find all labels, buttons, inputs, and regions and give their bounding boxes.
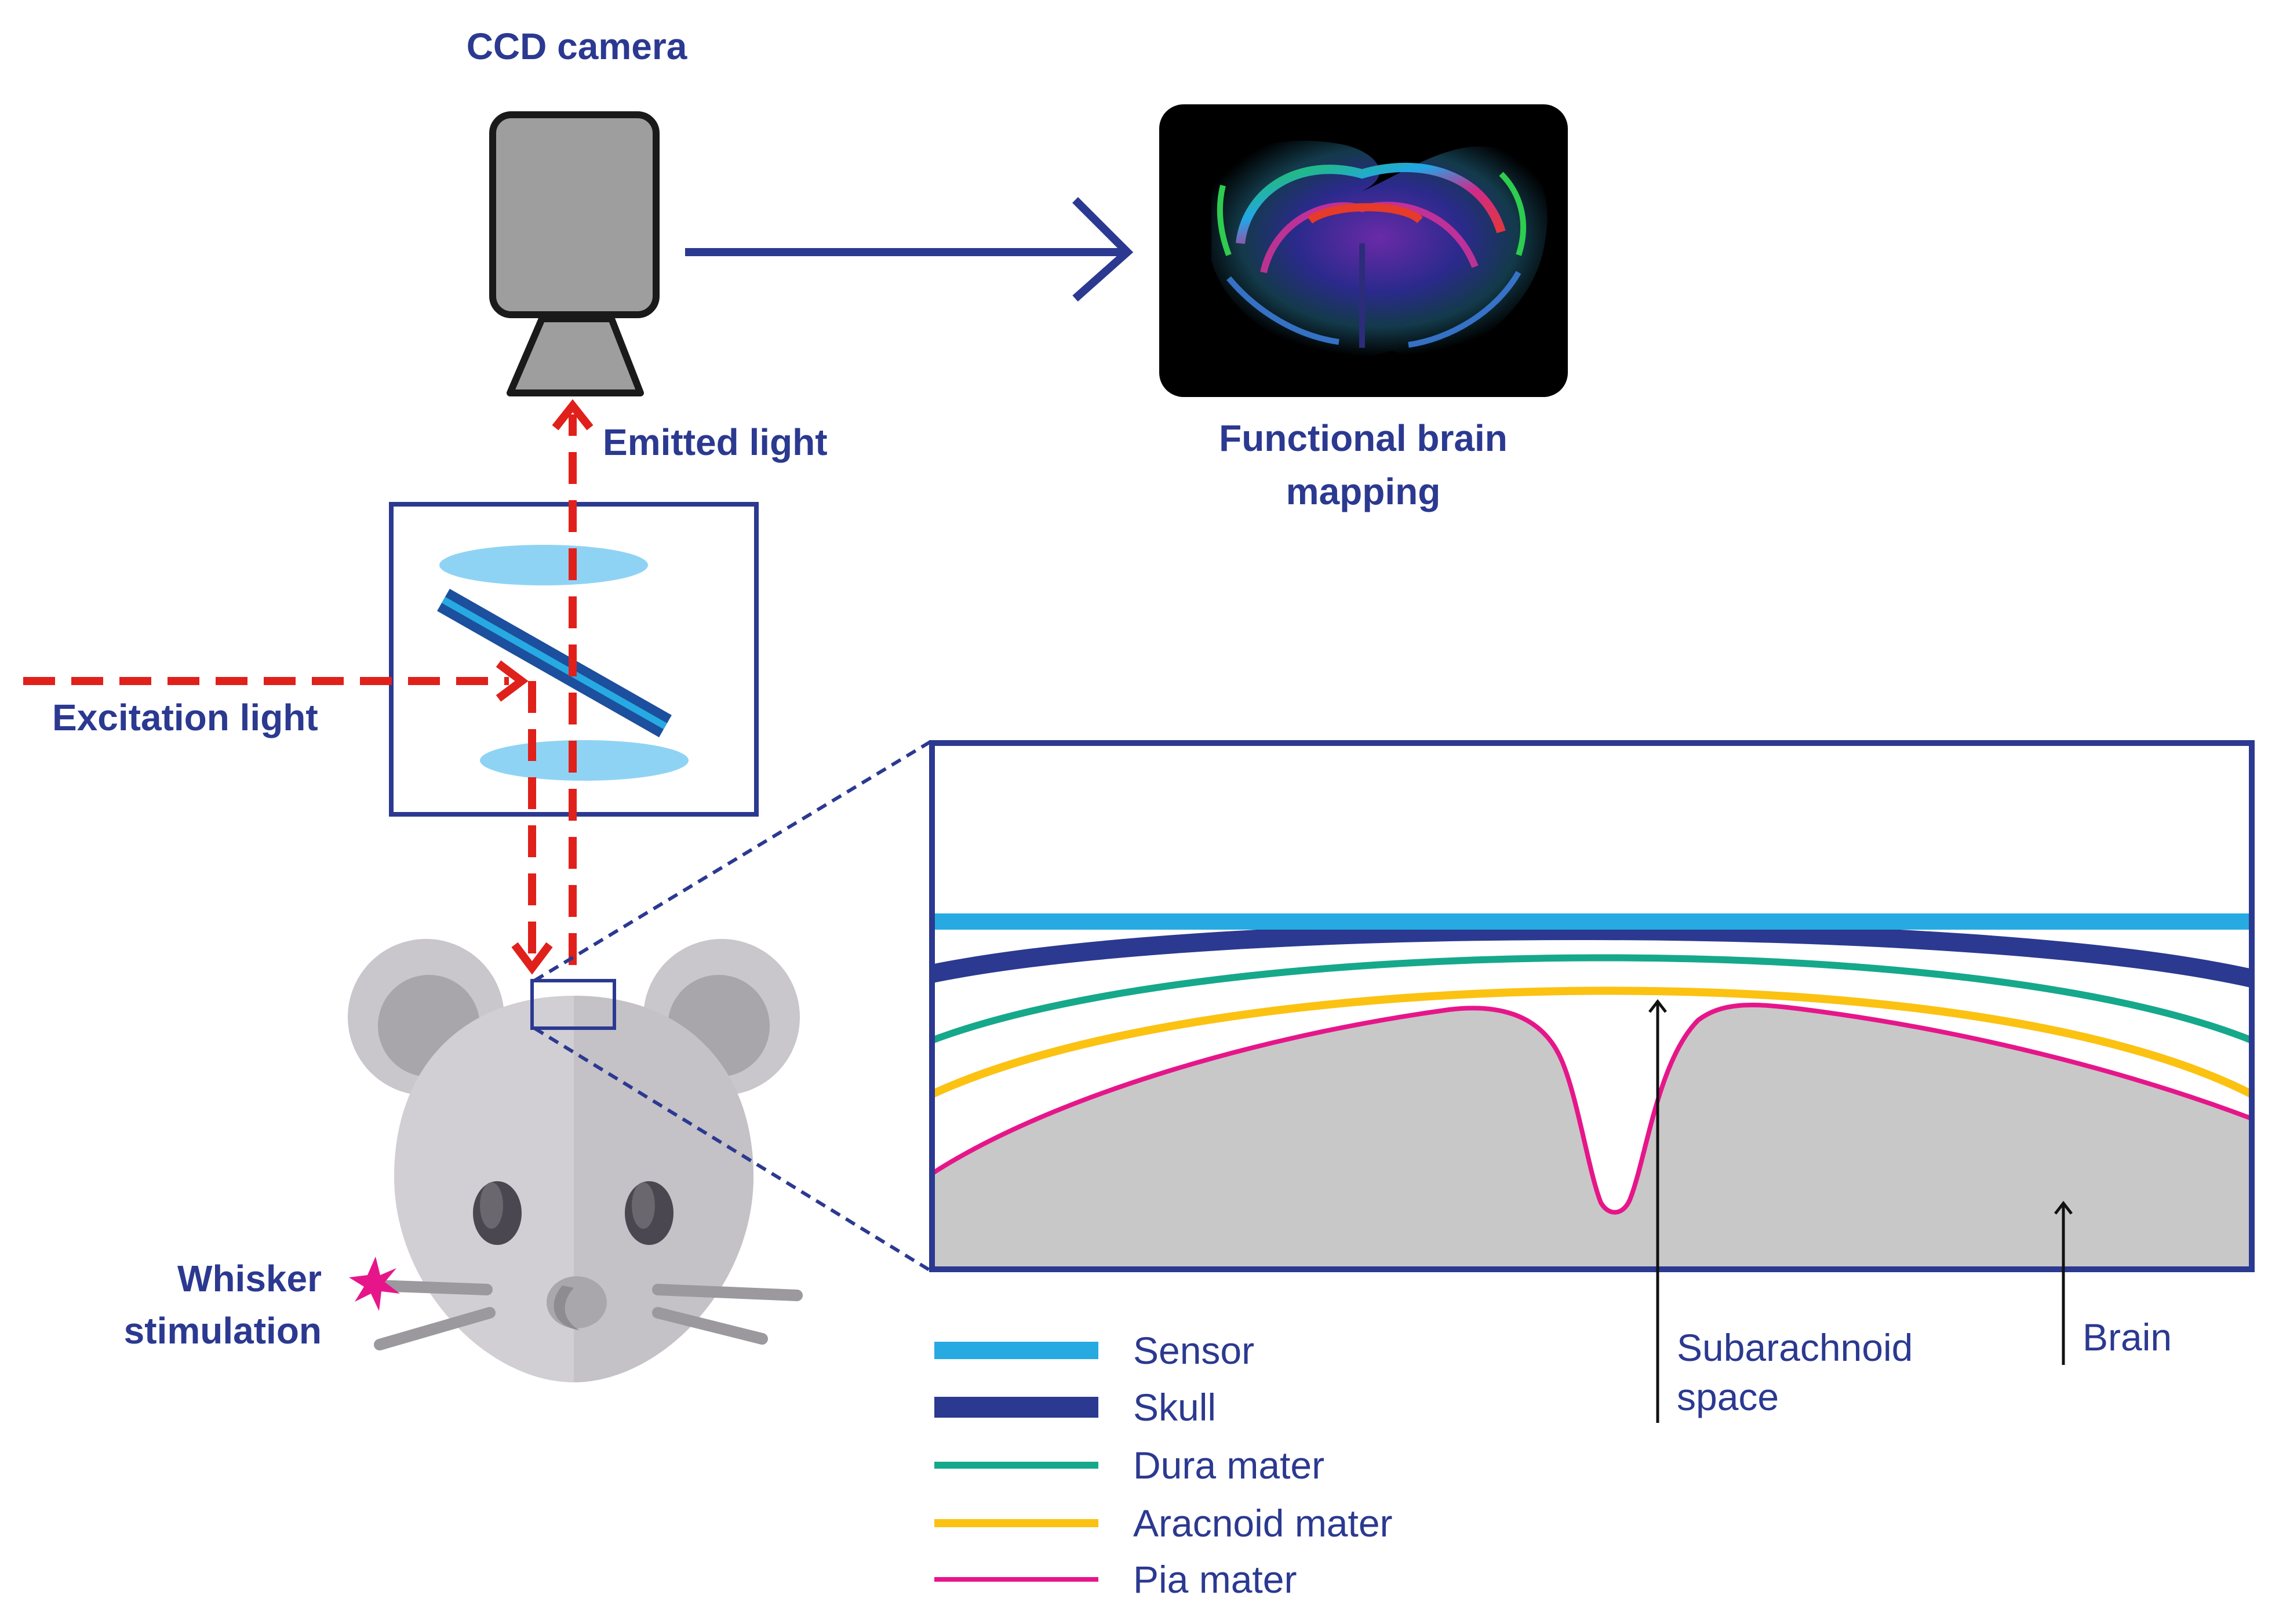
legend-item-skull: Skull bbox=[934, 1386, 1216, 1429]
brain-label: Brain bbox=[2083, 1316, 2172, 1359]
upper-lens bbox=[439, 545, 648, 585]
legend-label: Skull bbox=[1133, 1386, 1216, 1429]
subarachnoid-label-line2: space bbox=[1677, 1375, 1779, 1418]
legend-label: Pia mater bbox=[1133, 1558, 1297, 1601]
brain-arrow bbox=[2054, 1200, 2073, 1365]
legend-label: Dura mater bbox=[1133, 1444, 1324, 1487]
legend-item-sensor: Sensor bbox=[934, 1329, 1254, 1372]
dura-mater-line bbox=[930, 954, 2253, 1044]
mouse-head-icon bbox=[348, 939, 803, 1382]
whiskers bbox=[371, 1280, 803, 1350]
skull-line bbox=[930, 922, 2254, 988]
arachnoid-mater-line bbox=[930, 986, 2254, 1098]
excitation-light-label: Excitation light bbox=[52, 697, 318, 738]
ccd-camera-icon bbox=[489, 111, 660, 396]
ccd-camera-label: CCD camera bbox=[467, 26, 687, 67]
emitted-light-path bbox=[552, 399, 594, 965]
brain-map-label-line1: Functional brain bbox=[1219, 417, 1508, 459]
output-arrow bbox=[685, 197, 1134, 302]
whisker-stimulation-label-line2: stimulation bbox=[124, 1310, 322, 1352]
legend-label: Sensor bbox=[1133, 1329, 1254, 1372]
dichroic-mirror bbox=[437, 588, 672, 738]
legend-item-pia-mater: Pia mater bbox=[934, 1558, 1297, 1601]
emitted-light-label: Emitted light bbox=[603, 421, 828, 463]
whisker-stimulation-label-line1: Whisker bbox=[177, 1258, 322, 1299]
zoom-connector bbox=[533, 740, 931, 1272]
legend-item-aracnoid-mater: Aracnoid mater bbox=[934, 1502, 1393, 1545]
subarachnoid-label-line1: Subarachnoid bbox=[1677, 1326, 1913, 1369]
legend: Sensor Skull Dura mater Aracnoid mater P… bbox=[934, 1329, 1393, 1601]
cross-section-panel bbox=[929, 740, 2255, 1272]
subarachnoid-arrow bbox=[1648, 999, 1667, 1423]
brain-map-label-line2: mapping bbox=[1286, 471, 1441, 512]
brain-map-image bbox=[1159, 104, 1568, 397]
pia-mater-line bbox=[930, 1003, 2253, 1215]
spark-icon bbox=[349, 1257, 400, 1311]
excitation-light-path bbox=[23, 660, 553, 975]
lower-lens bbox=[480, 740, 689, 781]
brain-tissue bbox=[932, 1005, 2252, 1269]
legend-label: Aracnoid mater bbox=[1133, 1502, 1393, 1545]
legend-item-dura-mater: Dura mater bbox=[934, 1444, 1324, 1487]
imaging-window bbox=[530, 979, 616, 1030]
